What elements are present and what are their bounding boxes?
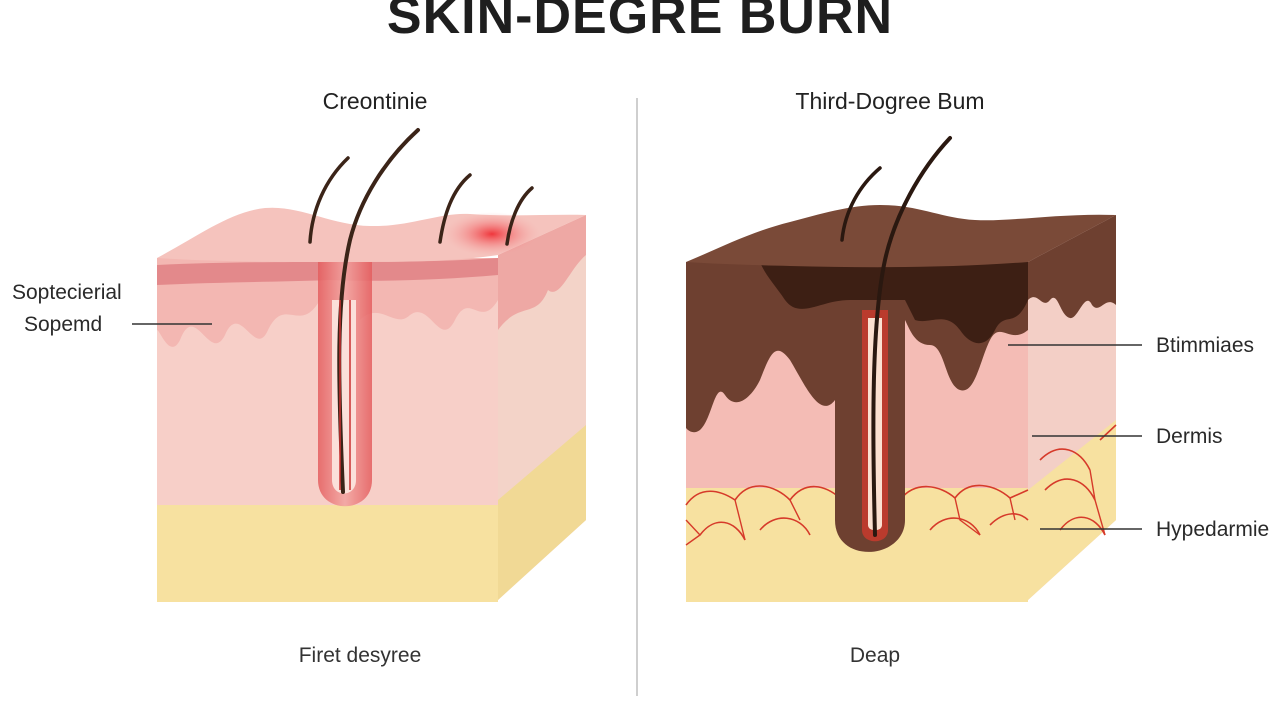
dermis-label: Dermis [1156,425,1223,448]
right-panel-heading: Third-Dogree Bum [795,88,985,114]
right-side-hypodermis [1028,420,1116,600]
hair-left-1 [308,156,350,244]
right-hair-shaft [871,136,952,537]
left-label-line1: Soptecierial [12,281,122,304]
hair-left-2 [438,173,472,244]
left-hypodermis [157,505,498,602]
right-charred-dark [760,262,1028,344]
hair-right-1 [840,166,882,242]
right-charred-tissue [686,262,1028,552]
third-degree-skin-block [685,136,1117,602]
panel-divider [636,98,638,696]
left-hair-shaft-red [339,300,351,490]
first-degree-skin-block [157,128,586,602]
left-label-line2: Sopemd [24,313,103,336]
right-fat-cells [685,424,1117,541]
right-fat-cells-2 [685,469,1106,546]
left-panel-caption: Firet desyree [298,644,422,667]
hair-left-3 [505,186,534,246]
right-side-char [1028,215,1116,319]
hypodermis-label: Hypedarmie [1156,518,1270,541]
right-panel-caption: Deap [849,644,901,667]
page-title: SKIN-DEGRE BURN [386,0,894,45]
redness-spot [444,212,540,256]
left-follicle-inner [332,300,356,494]
left-panel-heading: Creontinie [322,88,428,114]
left-side-epidermis [498,215,586,330]
right-top-surface [686,205,1116,268]
left-side-hypodermis [498,425,586,600]
burn-label: Btimmiaes [1156,334,1255,357]
